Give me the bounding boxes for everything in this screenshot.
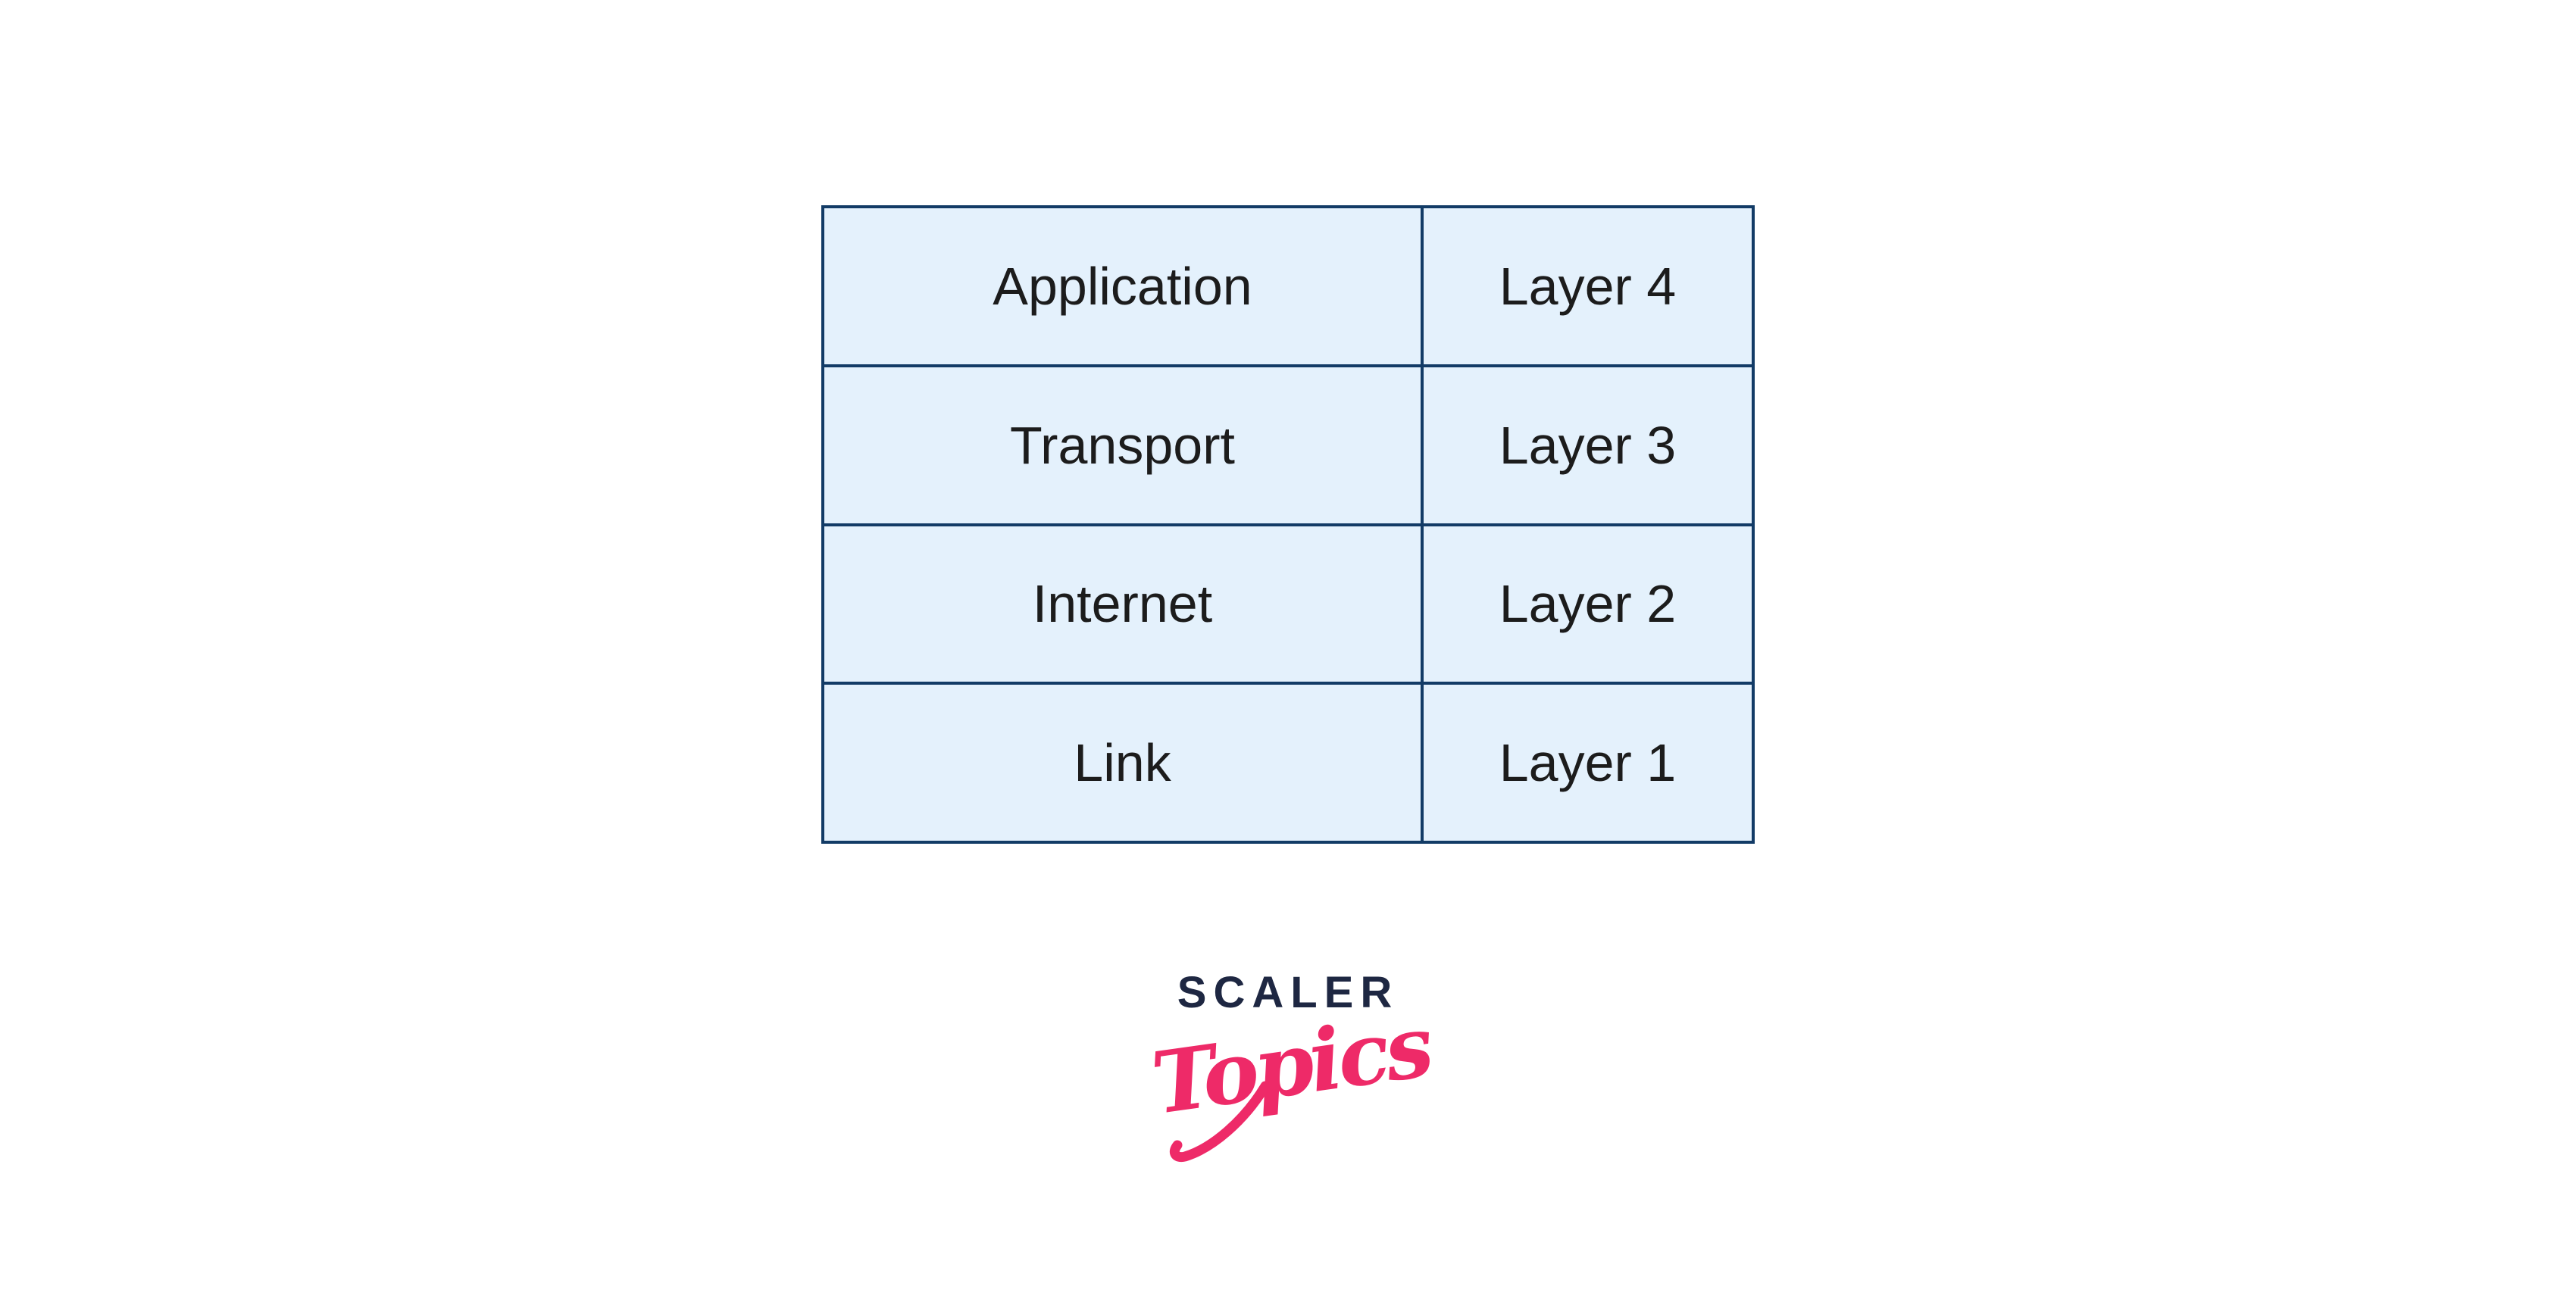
topics-swash-stroke — [1169, 1081, 1271, 1163]
layer-number-cell: Layer 2 — [1424, 526, 1752, 682]
layer-number-cell: Layer 3 — [1424, 367, 1752, 523]
layer-number-cell: Layer 4 — [1424, 208, 1752, 364]
layer-number-cell: Layer 1 — [1424, 685, 1752, 841]
layer-name-cell: Application — [824, 208, 1421, 364]
layer-name-cell: Link — [824, 685, 1421, 841]
tcp-ip-layer-table: Application Layer 4 Transport Layer 3 In… — [821, 205, 1755, 844]
layer-name-cell: Transport — [824, 367, 1421, 523]
scaler-wordmark: SCALER — [1177, 968, 1399, 1017]
layer-name-cell: Internet — [824, 526, 1421, 682]
